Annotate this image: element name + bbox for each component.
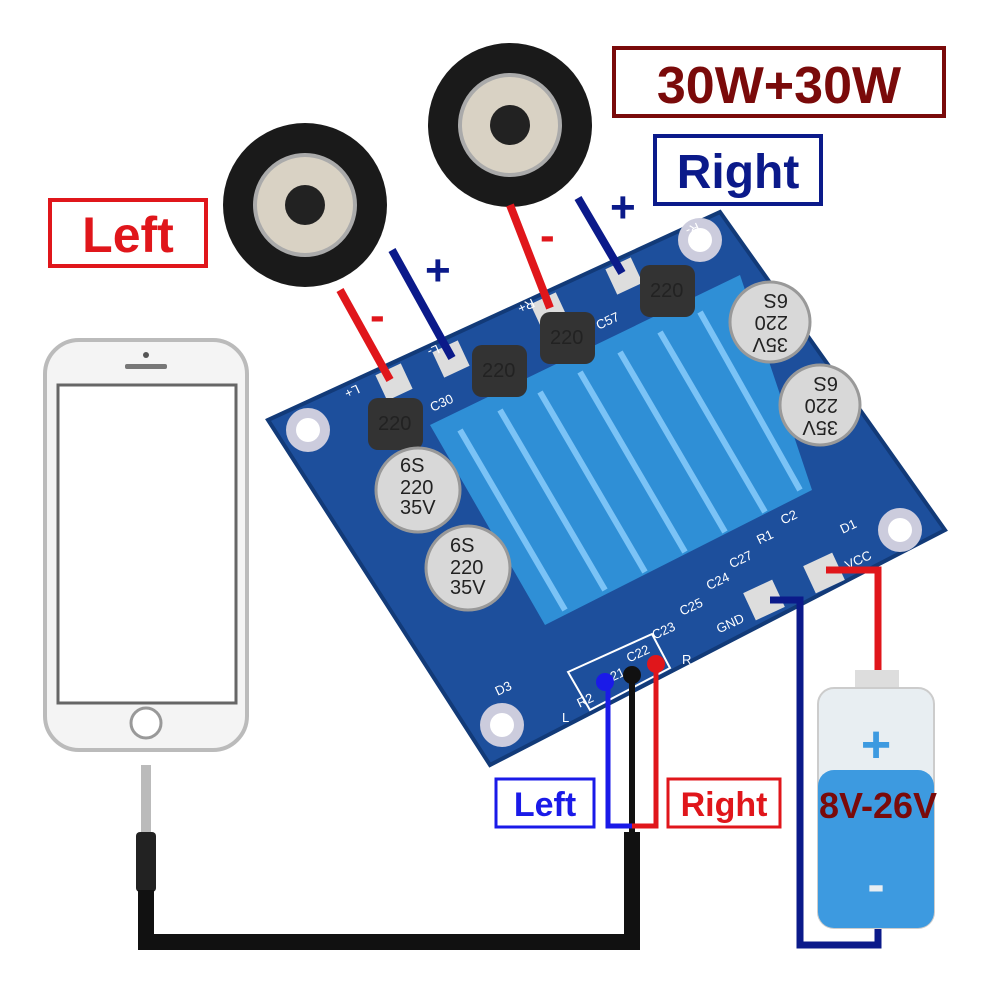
amplifier-board: L+ L- R+ R- GND VCC R2 C21 C22 C23 C25 C… — [265, 209, 948, 768]
battery: + - — [817, 670, 935, 929]
svg-text:6S: 6S — [764, 289, 788, 311]
svg-text:220: 220 — [650, 280, 683, 302]
left-speaker-label: Left — [82, 207, 174, 263]
inductor: 220 — [368, 398, 423, 450]
power-rating-label: 30W+30W — [657, 57, 902, 115]
audio-cable — [138, 832, 640, 950]
battery-plus-sign: + — [861, 716, 891, 774]
left-input-label: Left — [514, 786, 576, 824]
right-minus-sign: - — [540, 211, 555, 260]
audio-jack — [136, 765, 156, 892]
svg-text:6S: 6S — [814, 372, 838, 394]
svg-text:220: 220 — [482, 360, 515, 382]
input-mark-l: L — [562, 710, 569, 725]
pad-gnd — [743, 579, 785, 621]
svg-text:220: 220 — [400, 477, 433, 499]
left-speaker-plus-wire — [388, 248, 456, 360]
left-plus-sign: + — [425, 246, 451, 295]
svg-text:35V: 35V — [802, 416, 838, 438]
right-speaker — [428, 43, 592, 207]
input-jack-outline — [566, 632, 672, 712]
pad-label-r-plus: R+ — [515, 296, 537, 317]
inductor: 220 — [472, 345, 527, 397]
home-button — [129, 706, 163, 740]
smartphone — [43, 338, 249, 752]
voltage-range-label: 8V-26V — [819, 785, 937, 826]
pad-label-r-minus: R- — [683, 220, 702, 239]
left-minus-sign: - — [370, 291, 385, 340]
svg-text:35V: 35V — [400, 497, 436, 519]
battery-minus-sign: - — [867, 856, 884, 914]
inductor: 220 — [640, 265, 695, 317]
power-rating-box: 30W+30W — [612, 46, 946, 118]
right-input-wire — [632, 664, 659, 829]
right-speaker-minus-wire — [506, 203, 554, 310]
pad-label-l-plus: L+ — [342, 382, 362, 402]
pad-l-minus — [432, 340, 470, 378]
label-c2: C2 — [778, 507, 799, 528]
right-speaker-label-box: Right — [653, 134, 823, 206]
svg-text:220: 220 — [755, 311, 788, 333]
svg-text:35V: 35V — [752, 333, 788, 355]
right-input-label: Right — [681, 786, 768, 824]
pad-label-l-minus: L- — [425, 342, 442, 360]
svg-text:220: 220 — [450, 557, 483, 579]
label-r1: R1 — [754, 527, 775, 548]
label-d1: D1 — [838, 516, 859, 537]
svg-text:6S: 6S — [400, 455, 424, 477]
input-mark-r: R — [682, 652, 691, 667]
left-speaker — [223, 123, 387, 287]
svg-text:6S: 6S — [450, 535, 474, 557]
left-input-wire — [605, 682, 632, 829]
svg-text:220: 220 — [805, 394, 838, 416]
svg-text:35V: 35V — [450, 577, 486, 599]
left-speaker-label-box: Left — [48, 198, 208, 268]
vcc-wire — [826, 566, 882, 670]
gnd-wire — [770, 596, 882, 949]
pad-vcc — [803, 552, 845, 594]
left-speaker-minus-wire — [336, 288, 394, 382]
right-speaker-plus-wire — [574, 195, 626, 276]
right-plus-sign: + — [610, 183, 636, 232]
svg-text:220: 220 — [378, 413, 411, 435]
svg-text:220: 220 — [550, 327, 583, 349]
label-d3: D3 — [493, 678, 514, 699]
inductor: 220 — [540, 312, 595, 364]
right-speaker-label: Right — [677, 146, 800, 199]
